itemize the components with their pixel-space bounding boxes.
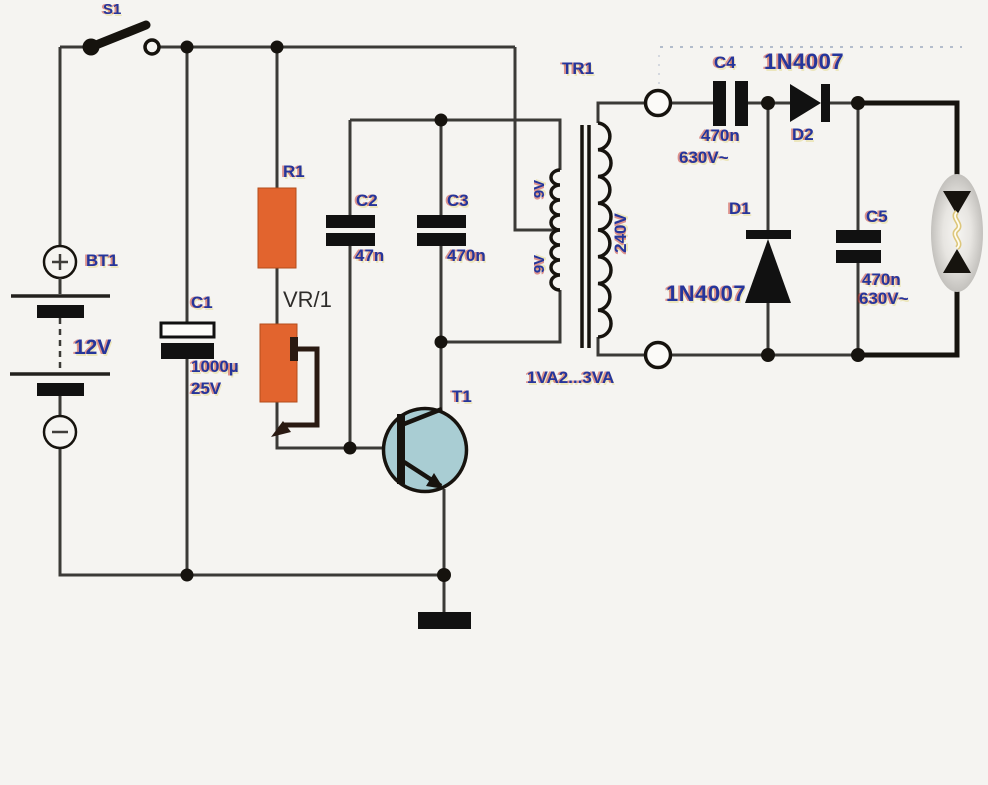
capacitor-c1-symbol (159, 321, 216, 359)
terminal-circles (643, 88, 673, 370)
label-d2-part: 1N4007 (764, 49, 845, 74)
capacitor-c4-symbol (713, 81, 748, 126)
label-vr1: VR/1 (283, 287, 332, 312)
label-d1-part: 1N4007 (666, 281, 747, 306)
label-c5-rating: 630V~ (859, 289, 909, 308)
label-d1: D1 (729, 199, 751, 218)
capacitor-c5-symbol (836, 230, 881, 263)
label-s1: S1 (103, 1, 122, 18)
label-c2-value: 47n (355, 246, 385, 265)
label-c4: C4 (714, 53, 736, 72)
label-power-rating: 1VA2...3VA (527, 368, 615, 387)
label-c1-value: 1000µ (191, 357, 239, 376)
diode-d2-symbol (790, 84, 830, 122)
label-c1: C1 (191, 293, 213, 312)
diode-d1-symbol (745, 230, 791, 303)
label-tr1: TR1 (562, 59, 595, 78)
label-c3-value: 470n (447, 246, 486, 265)
label-t1: T1 (452, 387, 472, 406)
switch-s1-symbol (82, 20, 161, 56)
junction-dots (180, 40, 865, 582)
label-c4-value: 470n (701, 126, 740, 145)
label-primary-9v-top: 9V (531, 179, 549, 199)
lamp-feed-wires (858, 100, 960, 358)
label-c4-rating: 630V~ (679, 148, 729, 167)
ground-symbol (418, 612, 471, 629)
scan-artifact-dots (658, 46, 962, 92)
label-c5-value: 470n (862, 270, 901, 289)
label-c1-rating: 25V (191, 379, 222, 398)
label-c3: C3 (447, 191, 469, 210)
label-d2: D2 (792, 125, 814, 144)
label-12v: 12V (74, 336, 112, 359)
wires (58, 45, 862, 612)
potentiometer-vr1-symbol (259, 323, 320, 437)
capacitor-c2-symbol (326, 215, 375, 246)
transistor-t1-symbol (381, 406, 469, 494)
transformer-tr1-symbol (549, 121, 613, 348)
battery-bt1-symbol (10, 244, 110, 450)
label-c5: C5 (866, 207, 888, 226)
label-bt1: BT1 (86, 251, 119, 270)
label-primary-9v-bottom: 9V (531, 254, 549, 274)
capacitor-c3-symbol (417, 215, 466, 246)
lamp-symbol (931, 174, 983, 292)
resistor-r1-symbol (257, 187, 297, 269)
label-c2: C2 (356, 191, 378, 210)
label-secondary-240v: 240V (611, 213, 631, 253)
label-r1: R1 (283, 162, 305, 181)
